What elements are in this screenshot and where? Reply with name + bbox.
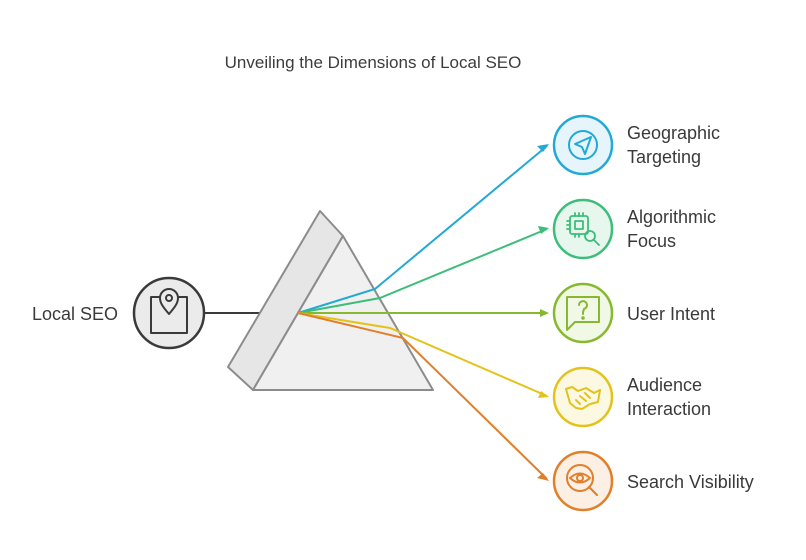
label-line: Interaction: [627, 399, 711, 419]
beam-search-visibility: [297, 312, 548, 480]
arrowhead-algorithmic-focus: [538, 226, 549, 234]
prism: [227, 210, 434, 391]
output-node-audience-interaction: Audience Interaction: [552, 366, 711, 428]
label-line: Focus: [627, 231, 676, 251]
map-pin-icon: [150, 288, 188, 334]
beam-audience-interaction: [297, 312, 548, 397]
arrowhead-geographic-targeting: [537, 144, 549, 152]
label-search-visibility: Search Visibility: [627, 472, 754, 492]
node-circle: [552, 366, 614, 428]
beam-algorithmic-focus: [297, 228, 548, 314]
label-line: Audience: [627, 375, 702, 395]
question-bubble-icon: [566, 296, 600, 331]
label-user-intent: User Intent: [627, 304, 715, 324]
source-node: Local SEO: [32, 276, 206, 350]
output-node-user-intent: User Intent: [552, 282, 715, 344]
eye-magnifier-icon: [566, 464, 598, 496]
handshake-icon: [565, 386, 601, 410]
label-audience-interaction: Audience Interaction: [627, 375, 711, 419]
label-line: Algorithmic: [627, 207, 716, 227]
output-node-algorithmic-focus: Algorithmic Focus: [552, 198, 721, 260]
output-node-search-visibility: Search Visibility: [552, 450, 754, 512]
label-geographic-targeting: Geographic Targeting: [627, 123, 725, 167]
node-circle: [552, 114, 614, 176]
chip-magnifier-icon: [566, 212, 600, 246]
label-line: Geographic: [627, 123, 720, 143]
output-beams: [297, 144, 549, 481]
output-node-geographic-targeting: Geographic Targeting: [552, 114, 725, 176]
arrowhead-user-intent: [540, 309, 549, 317]
source-label: Local SEO: [32, 304, 118, 324]
label-line: Targeting: [627, 147, 701, 167]
diagram-title: Unveiling the Dimensions of Local SEO: [225, 53, 522, 72]
navigation-arrow-icon: [568, 130, 598, 160]
beam-geographic-targeting: [297, 145, 548, 314]
arrowhead-audience-interaction: [538, 391, 549, 398]
label-algorithmic-focus: Algorithmic Focus: [627, 207, 721, 251]
node-circle: [552, 450, 614, 512]
arrowhead-search-visibility: [537, 473, 549, 481]
